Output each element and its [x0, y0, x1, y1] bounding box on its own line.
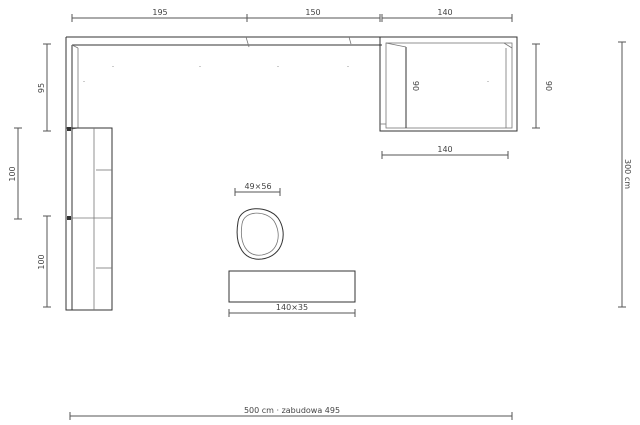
dim-left-middle: 100 — [8, 166, 17, 181]
dim-chaise-depth-outer: 90 — [544, 81, 553, 91]
pouf-shape — [236, 208, 284, 260]
dim-chaise-width: 140 — [437, 145, 452, 154]
top-dimension-lines — [71, 14, 513, 22]
right-dimension-lines — [532, 41, 626, 308]
sofa-left-run — [65, 127, 113, 311]
dim-pouf-size: 49×56 — [244, 182, 271, 191]
table-dimension-line — [228, 309, 356, 317]
dim-top-middle: 150 — [305, 8, 320, 17]
left-dimension-lines — [14, 43, 51, 308]
dim-left-upper: 95 — [37, 83, 46, 93]
pouf-dimension-line — [234, 188, 281, 196]
dim-table-size: 140×35 — [276, 303, 308, 312]
chaise-longue — [379, 36, 518, 132]
total-width-dimension-line — [69, 412, 513, 420]
dim-top-left: 195 — [152, 8, 167, 17]
coffee-table — [228, 270, 356, 303]
dim-top-right: 140 — [437, 8, 452, 17]
chaise-width-dimension-line — [381, 151, 509, 159]
dim-chaise-depth-inner: 90 — [411, 81, 420, 91]
sofa-top-run — [65, 36, 489, 310]
seam-marks — [83, 66, 489, 82]
dim-left-lower: 100 — [37, 254, 46, 269]
dim-height-total: 300 cm — [623, 159, 632, 189]
dim-width-total: 500 cm · zabudowa 495 — [244, 406, 340, 415]
